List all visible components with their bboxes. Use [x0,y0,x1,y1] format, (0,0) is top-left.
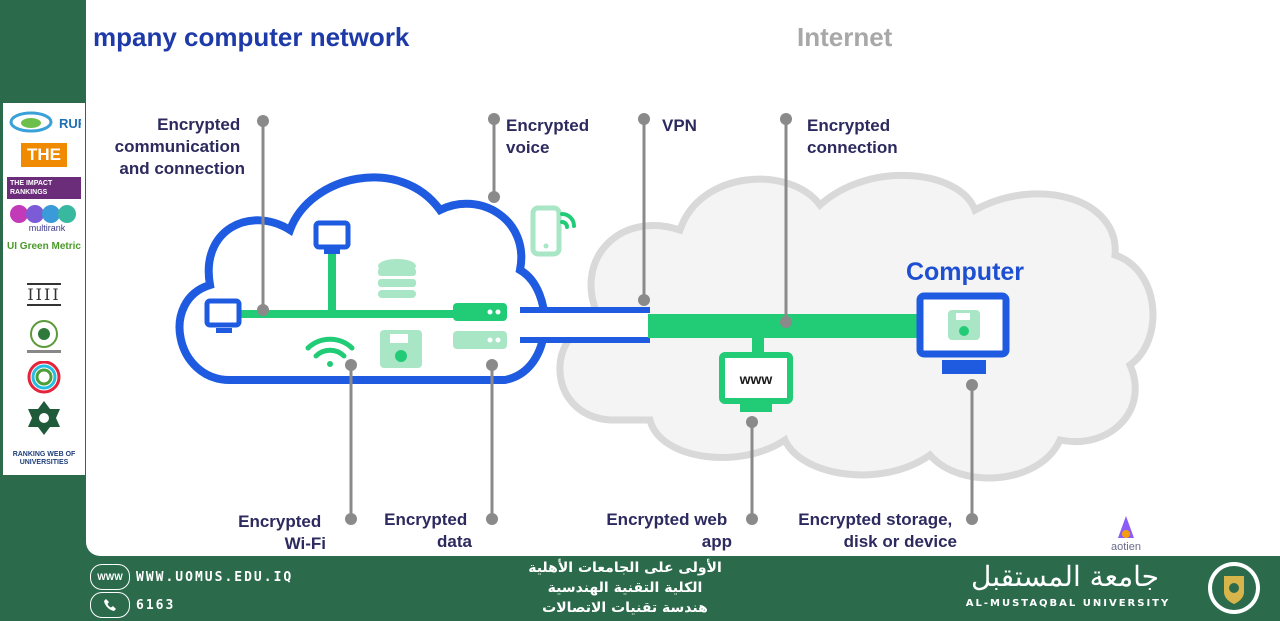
internet-label: Internet [797,22,893,52]
svg-text:RUR: RUR [59,116,81,131]
computer-monitor-icon [916,292,1010,374]
label-encrypted-web-app: Encrypted web app [606,510,732,551]
sdg-logo [7,360,81,395]
columns-logo: IIII [27,283,61,306]
svg-text:multirank: multirank [29,223,66,233]
floppy-disk-icon [380,330,422,368]
the-logo: THE [7,143,81,171]
aotien-logo: aotien [1111,516,1141,553]
computer-label: Computer [906,258,1024,286]
footer-arabic-text: الأولى على الجامعات الأهلية الكلية التقن… [430,558,820,620]
the-impact-logo: THE IMPACT RANKINGS [7,177,81,199]
label-encrypted-voice: Encrypted voice [506,116,594,157]
svg-text:aotien: aotien [1111,541,1141,553]
slide-title: mpany computer network [93,22,410,52]
arab-universities-logo [7,319,81,355]
webometrics-logo: RANKING WEB OF UNIVERSITIES [12,451,76,466]
university-name-ar: جامعة المستقبل [970,560,1159,593]
workstation-monitor-icon [313,220,351,254]
www-label: www [739,371,773,387]
footer-line-2: الكلية التقنية الهندسية [547,580,703,596]
network-diagram: mpany computer network Internet [93,22,1157,553]
label-encrypted-communication: Encrypted communication and connection [115,115,245,178]
label-encrypted-wifi: Encrypted Wi-Fi [238,512,326,553]
web-app-monitor-icon: www [719,352,793,412]
phone-signal-icon [530,205,576,257]
rur-logo: RUR [7,107,88,137]
greenmetric-logo: UI Green Metric [7,241,81,252]
callout-dots [257,113,978,525]
phone-number: 6163 [136,598,176,613]
multirank-logo: multirank [7,203,81,233]
label-vpn: VPN [662,116,697,135]
ranking-logos-panel: RUR THE THE IMPACT RANKINGS multirank UI… [3,103,88,475]
desktop-monitor-icon [204,298,242,333]
website-link[interactable]: WWW.UOMUS.EDU.IQ [136,570,294,585]
phone-icon [90,592,130,618]
callout-lines [261,119,974,519]
footer-line-1: الأولى على الجامعات الأهلية [528,560,722,576]
university-crest-icon [1206,560,1262,616]
company-cloud [175,173,549,384]
database-icon [378,259,416,298]
label-encrypted-data: Encrypted data [384,510,472,551]
label-encrypted-storage: Encrypted storage, disk or device [798,510,957,551]
arab-engineers-logo [7,399,81,441]
footer-line-3: هندسة تقنيات الاتصالات [542,600,708,616]
vpn-tunnel [520,307,650,343]
website-icon: WWW [90,564,130,590]
label-encrypted-connection: Encrypted connection [807,116,898,157]
footer-contact: WWW WWW.UOMUS.EDU.IQ 6163 [90,562,420,618]
university-branding: جامعة المستقبل AL-MUSTAQBAL UNIVERSITY [940,558,1280,620]
university-name-en: AL-MUSTAQBAL UNIVERSITY [965,598,1171,609]
wifi-icon [305,336,355,367]
server-icon [453,303,507,349]
